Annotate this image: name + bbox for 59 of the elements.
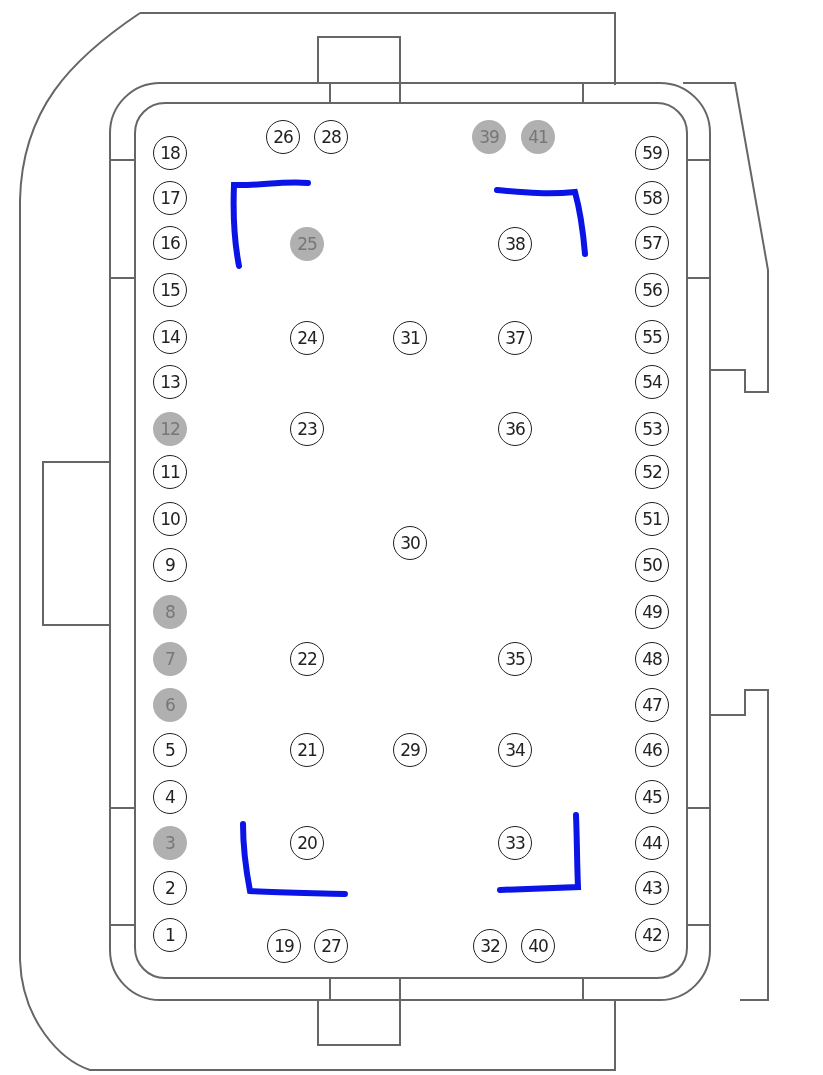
pin-circle: 6 <box>153 688 187 722</box>
pin-circle: 57 <box>635 226 669 260</box>
pin-circle: 4 <box>153 780 187 814</box>
pin-circle: 31 <box>393 321 427 355</box>
pin-circle: 15 <box>153 273 187 307</box>
pin-circle: 14 <box>153 320 187 354</box>
pin-circle: 32 <box>473 929 507 963</box>
pin-circle: 10 <box>153 502 187 536</box>
pin-circle: 21 <box>290 733 324 767</box>
pin-circle: 8 <box>153 595 187 629</box>
pin-circle: 41 <box>521 120 555 154</box>
pin-circle: 56 <box>635 273 669 307</box>
pin-circle: 13 <box>153 365 187 399</box>
pin-circle: 30 <box>393 526 427 560</box>
pin-circle: 44 <box>635 826 669 860</box>
pin-circle: 16 <box>153 226 187 260</box>
pin-circle: 2 <box>153 871 187 905</box>
pin-circle: 39 <box>472 120 506 154</box>
pin-circle: 36 <box>498 412 532 446</box>
pin-circle: 24 <box>290 321 324 355</box>
pin-circle: 26 <box>266 120 300 154</box>
pin-circle: 49 <box>635 595 669 629</box>
pin-circle: 17 <box>153 181 187 215</box>
pin-circle: 48 <box>635 642 669 676</box>
pin-circle: 9 <box>153 548 187 582</box>
pin-circle: 59 <box>635 136 669 170</box>
pin-circle: 51 <box>635 502 669 536</box>
pin-circle: 33 <box>498 826 532 860</box>
pin-circle: 50 <box>635 548 669 582</box>
pin-circle: 7 <box>153 642 187 676</box>
pin-circle: 35 <box>498 642 532 676</box>
pin-circle: 37 <box>498 321 532 355</box>
pin-circle: 23 <box>290 412 324 446</box>
pin-circle: 22 <box>290 642 324 676</box>
pin-circle: 11 <box>153 455 187 489</box>
pin-circle: 58 <box>635 181 669 215</box>
pin-circle: 19 <box>267 929 301 963</box>
pin-circle: 1 <box>153 918 187 952</box>
pin-circle: 45 <box>635 780 669 814</box>
pin-circle: 52 <box>635 455 669 489</box>
pin-circle: 20 <box>290 826 324 860</box>
pin-circle: 40 <box>521 929 555 963</box>
pin-circle: 28 <box>314 120 348 154</box>
pin-circle: 5 <box>153 733 187 767</box>
pin-circle: 46 <box>635 733 669 767</box>
pin-circle: 27 <box>314 929 348 963</box>
pin-circle: 54 <box>635 365 669 399</box>
pin-circle: 38 <box>498 227 532 261</box>
pin-circle: 29 <box>393 733 427 767</box>
pin-circle: 43 <box>635 871 669 905</box>
pin-circle: 55 <box>635 320 669 354</box>
pin-circle: 12 <box>153 412 187 446</box>
pin-circle: 18 <box>153 136 187 170</box>
pin-circle: 47 <box>635 688 669 722</box>
pin-circle: 3 <box>153 826 187 860</box>
pin-circle: 25 <box>290 227 324 261</box>
pin-circle: 34 <box>498 733 532 767</box>
pin-circle: 42 <box>635 918 669 952</box>
pin-circle: 53 <box>635 412 669 446</box>
